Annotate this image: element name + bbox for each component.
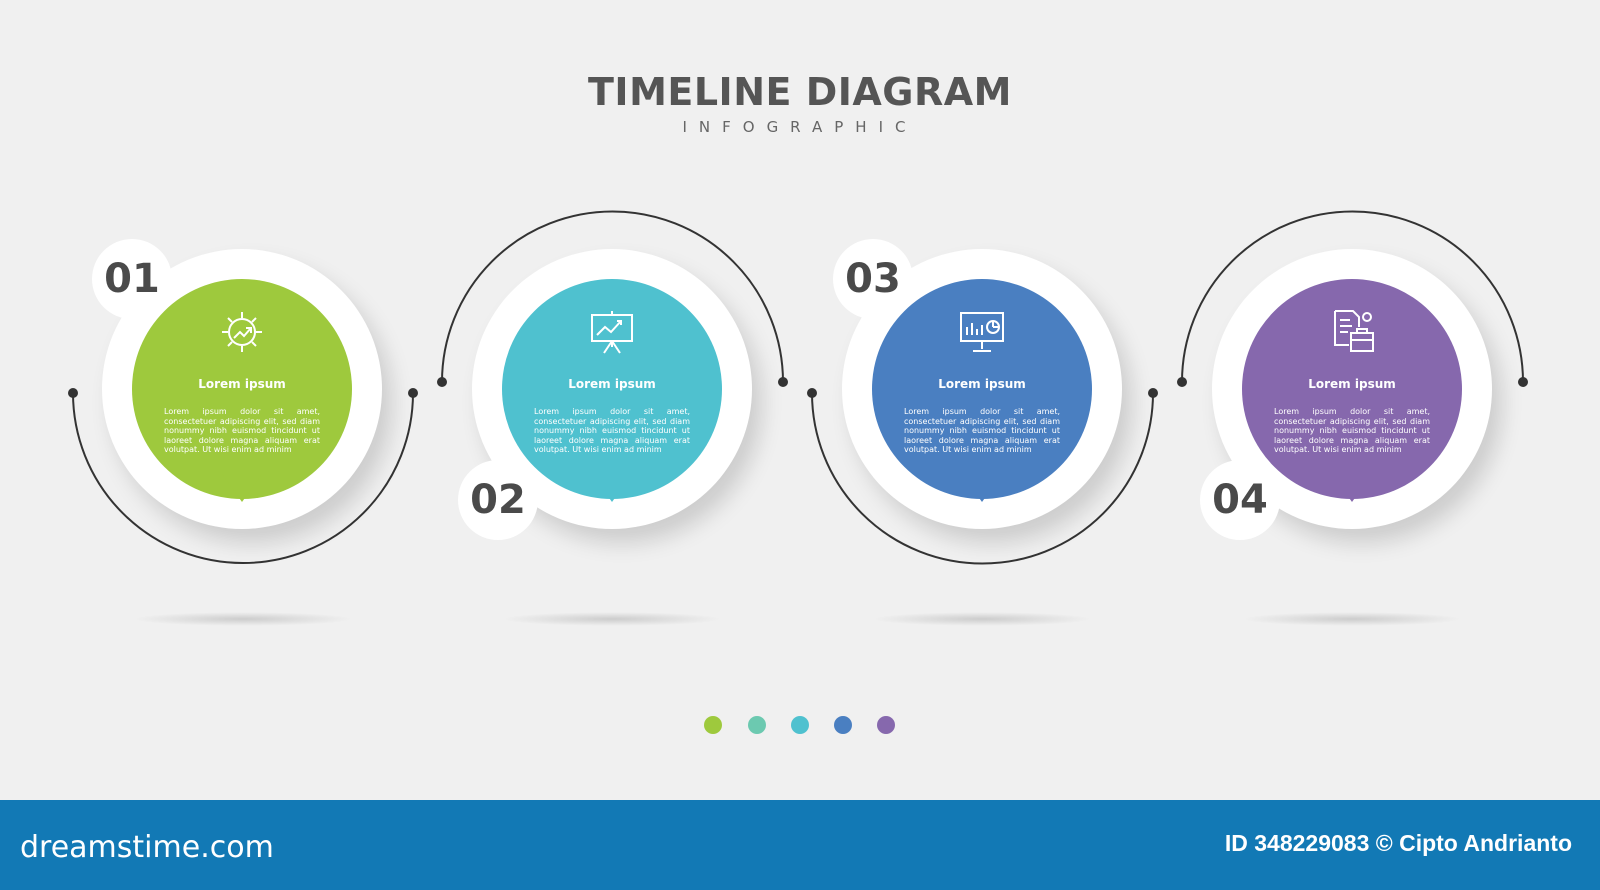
step-pin: Lorem ipsum Lorem ipsum dolor sit amet, … [502,279,722,502]
step-shadow [502,612,722,626]
connector-arc-4 [1181,210,1524,383]
diagram-subtitle: INFOGRAPHIC [682,118,918,136]
step-pin: Lorem ipsum Lorem ipsum dolor sit amet, … [132,279,352,502]
connector-endpoint [807,388,817,398]
step-number: 01 [104,256,160,302]
documents-briefcase-icon [1334,310,1374,352]
diagram-title: TIMELINE DIAGRAM [588,70,1012,114]
step-shadow [1242,612,1462,626]
connector-endpoint [408,388,418,398]
connector-arc-1 [72,392,414,564]
brand-logo: dreamstime.com [20,830,274,865]
timeline-step-1: Lorem ipsum Lorem ipsum dolor sit amet, … [102,249,382,529]
monitor-analytics-icon [960,312,1004,352]
step-number-badge: 02 [458,460,538,540]
gear-growth-icon [222,312,262,352]
step-title: Lorem ipsum [938,377,1026,391]
step-shadow [133,612,353,626]
connector-endpoint [1148,388,1158,398]
color-dots-legend [0,716,1600,736]
color-dot [704,716,722,734]
color-dot [791,716,809,734]
footer-bar: dreamstime.com ID 348229083 © Cipto Andr… [0,800,1600,890]
connector-arc-2 [441,210,784,383]
connector-arc-3 [811,392,1154,565]
step-title: Lorem ipsum [1308,377,1396,391]
connector-endpoint [778,377,788,387]
presentation-chart-icon [591,311,633,354]
step-number-badge: 04 [1200,460,1280,540]
step-shadow [872,612,1092,626]
step-title: Lorem ipsum [568,377,656,391]
connector-endpoint [68,388,78,398]
connector-endpoint [1177,377,1187,387]
step-pin: Lorem ipsum Lorem ipsum dolor sit amet, … [872,279,1092,502]
step-description: Lorem ipsum dolor sit amet, consectetuer… [904,407,1060,454]
step-pin: Lorem ipsum Lorem ipsum dolor sit amet, … [1242,279,1462,502]
connector-endpoint [1518,377,1528,387]
step-number-badge: 03 [833,239,913,319]
step-title: Lorem ipsum [198,377,286,391]
step-description: Lorem ipsum dolor sit amet, consectetuer… [1274,407,1430,454]
step-number-badge: 01 [92,239,172,319]
connector-endpoint [437,377,447,387]
step-number: 04 [1212,477,1268,523]
color-dot [748,716,766,734]
step-description: Lorem ipsum dolor sit amet, consectetuer… [534,407,690,454]
step-number: 02 [470,477,526,523]
image-credit: ID 348229083 © Cipto Andrianto [1224,830,1572,856]
step-description: Lorem ipsum dolor sit amet, consectetuer… [164,407,320,454]
color-dot [834,716,852,734]
color-dot [877,716,895,734]
step-number: 03 [845,256,901,302]
